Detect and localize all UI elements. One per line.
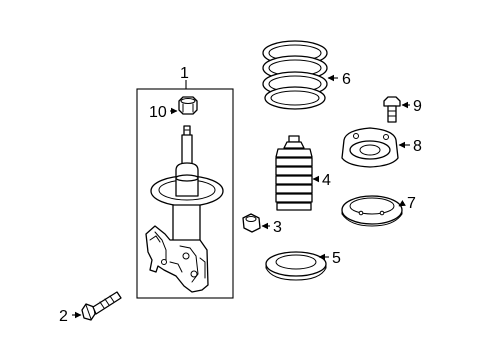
coil-spring-part[interactable] (262, 40, 328, 110)
spring-seat-part[interactable] (265, 251, 327, 281)
callout-label-9: 9 (413, 98, 422, 115)
strut-part[interactable] (145, 125, 224, 293)
callout-label-8: 8 (413, 138, 422, 155)
dust-boot-part[interactable] (275, 135, 313, 211)
callout-label-7: 7 (407, 195, 416, 212)
callout-label-1: 1 (180, 65, 189, 82)
callout-label-5: 5 (332, 250, 341, 267)
callout-label-3: 3 (273, 219, 282, 236)
strut-mount-part[interactable] (341, 127, 399, 168)
mount-bolt-part[interactable] (383, 96, 401, 123)
top-nut-part[interactable] (178, 96, 198, 115)
callout-label-4: 4 (322, 172, 331, 189)
strut-assembly-group (136, 80, 234, 299)
lower-nut-part[interactable] (242, 213, 261, 233)
assembly-outline (136, 88, 234, 299)
bearing-part[interactable] (341, 195, 403, 227)
callout-label-6: 6 (342, 71, 351, 88)
bolt-part[interactable] (81, 291, 122, 321)
callout-arrow-7 (398, 200, 406, 207)
callout-label-2: 2 (59, 308, 68, 325)
callout-label-10: 10 (149, 104, 167, 121)
